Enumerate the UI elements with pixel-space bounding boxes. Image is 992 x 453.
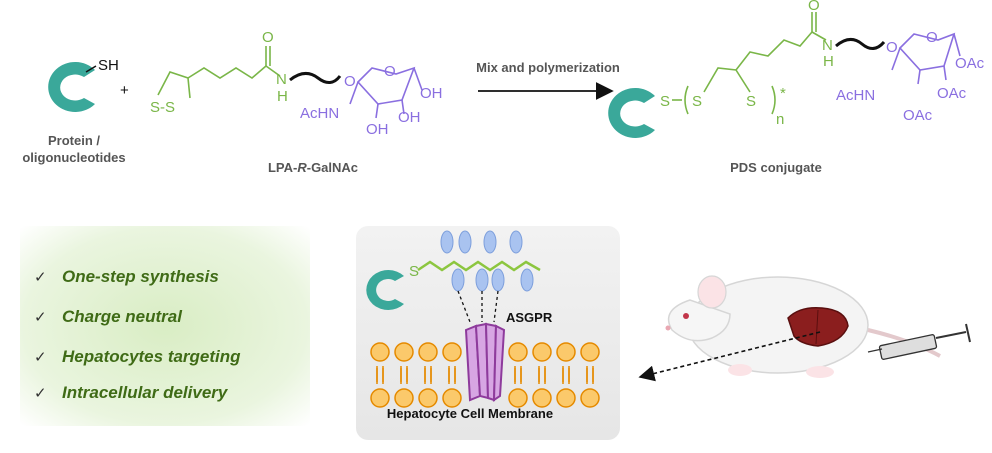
protein-thiol: SH [98,57,119,74]
product-sulfur: S [660,93,670,110]
product-amide-hydrogen: H [823,53,834,70]
lipid-bilayer [370,342,600,408]
feature-item: Charge neutral [62,307,183,326]
lipid-head [394,342,414,362]
lipid-head [556,388,576,408]
product-anomeric-oxygen: O [886,39,898,56]
lipid-head [442,342,462,362]
check-icon: ✓ [34,308,47,326]
feature-item: One-step synthesis [62,267,219,286]
oac-4: OAc [937,85,967,102]
feature-item: Intracellular delivery [62,383,229,402]
lipid-head [370,388,390,408]
check-icon: ✓ [34,348,47,366]
oh-3: OH [366,121,389,138]
binding-lines [457,290,499,323]
protein-label-line1: Protein / [48,133,100,148]
oac-6: OAc [955,55,985,72]
lipid-head [580,342,600,362]
amide-hydrogen: H [277,88,288,105]
galnac-ring [349,66,423,119]
protein-icon [48,62,97,112]
cell-protein-icon [366,270,404,311]
product-label: PDS conjugate [730,160,822,175]
lipid-head [370,342,390,362]
disulfide-ring: S-S [150,99,175,116]
lipid-head [532,342,552,362]
amide-nitrogen: N [276,71,287,88]
product-galnac-ring [891,32,961,85]
backbone-sulfur-2: S [746,93,756,110]
syringe-icon [867,323,971,360]
polymer-backbone [672,12,827,115]
membrane-label: Hepatocyte Cell Membrane [387,406,553,421]
oh-6: OH [420,85,443,102]
reaction-label: Mix and polymerization [476,60,620,75]
backbone-sulfur-1: S [692,93,702,110]
cell-sulfur: S [409,263,419,280]
lipid-head [580,388,600,408]
lipid-head [418,388,438,408]
lipid-head [532,388,552,408]
galnac-cluster [440,230,534,292]
ring-oxygen: O [384,63,396,80]
lipid-head [556,342,576,362]
check-icon: ✓ [34,268,47,286]
lipid-head [508,388,528,408]
repeat-index: n [776,111,784,128]
lipid-head [442,388,462,408]
protein-label-line2: oligonucleotides [22,150,125,165]
product-achn: AcHN [836,87,875,104]
lipid-head [394,388,414,408]
feature-item: Hepatocytes targeting [62,347,241,366]
polymer-chain [417,260,541,272]
product-protein-icon [608,88,655,138]
oh-4: OH [398,109,421,126]
lipoic-chain [157,46,281,99]
feature-panel [20,226,310,426]
monomer-label: LPA-R-GalNAc [268,160,358,175]
receptor-label: ASGPR [506,310,553,325]
targeting-arrow [638,331,821,382]
end-mark: * [780,85,786,102]
amide-oxygen: O [262,29,274,46]
oac-3: OAc [903,107,933,124]
lipid-head [508,342,528,362]
check-icon: ✓ [34,384,47,402]
lipid-head [418,342,438,362]
product-linker-wave [835,38,886,50]
achn-group: AcHN [300,105,339,122]
product-amide-nitrogen: N [822,37,833,54]
feature-list: ✓ One-step synthesis ✓ Charge neutral ✓ … [34,267,241,402]
linker-wave [289,72,342,84]
anomeric-oxygen: O [344,73,356,90]
product-ring-oxygen: O [926,29,938,46]
mouse-illustration [665,275,941,378]
product-amide-oxygen: O [808,0,820,14]
asgpr-receptor [464,322,506,402]
plus-sign: + [120,82,129,99]
